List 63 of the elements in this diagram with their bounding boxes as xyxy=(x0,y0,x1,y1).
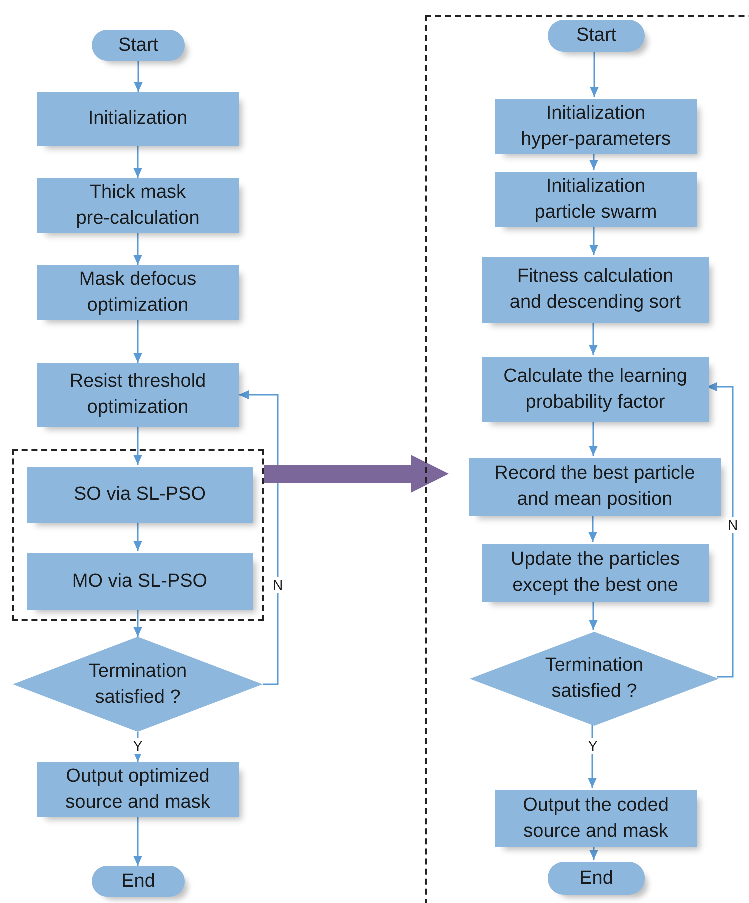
process-box xyxy=(37,178,239,233)
node-label: End xyxy=(122,870,156,894)
node-label: Record the best particle and mean position xyxy=(494,462,696,512)
node-label: Termination satisfied ? xyxy=(88,660,188,710)
arrow xyxy=(134,608,142,637)
node-label: Output the coded source and mask xyxy=(522,794,670,844)
node-label: Resist threshold optimization xyxy=(68,370,208,420)
node-label: Start xyxy=(118,34,159,58)
process-box xyxy=(27,467,253,523)
node-label: Mask defocus optimization xyxy=(78,268,198,318)
dashed-group-box xyxy=(12,449,264,621)
process-box xyxy=(495,99,697,154)
process-box xyxy=(495,172,697,227)
arrow xyxy=(134,146,142,178)
arrow xyxy=(590,845,598,860)
arrow xyxy=(239,390,279,686)
arrow xyxy=(589,321,598,355)
terminal-pill xyxy=(92,866,185,897)
arrow xyxy=(134,427,142,465)
arrow xyxy=(588,724,597,788)
process-box xyxy=(37,762,239,817)
arrow xyxy=(590,152,598,170)
node-label: Update the particles except the best one xyxy=(510,548,681,598)
process-box xyxy=(37,265,239,320)
process-box xyxy=(495,790,697,847)
process-box xyxy=(469,458,721,516)
process-box xyxy=(482,544,709,602)
edge-label: Y xyxy=(131,738,145,754)
node-label: Initialization xyxy=(88,107,188,132)
edge-label: Y xyxy=(586,738,600,754)
arrow xyxy=(590,225,598,255)
process-box xyxy=(482,257,709,323)
node-label: Fitness calculation and descending sort xyxy=(508,265,682,315)
arrow xyxy=(134,61,143,92)
node-label: Initialization hyper-parameters xyxy=(520,102,672,152)
block-arrow xyxy=(264,455,449,493)
process-box xyxy=(482,357,709,422)
process-box xyxy=(37,363,239,427)
terminal-pill xyxy=(548,862,645,895)
decision-diamond xyxy=(13,637,263,732)
arrow xyxy=(134,817,142,866)
process-box xyxy=(37,92,239,146)
arrow xyxy=(590,50,599,97)
node-label: End xyxy=(580,866,614,891)
arrow xyxy=(589,600,598,630)
node-label: Start xyxy=(576,24,617,48)
node-label: SO via SL-PSO xyxy=(74,483,206,508)
node-label: Termination satisfied ? xyxy=(544,654,645,704)
arrow xyxy=(134,320,142,363)
terminal-pill xyxy=(548,20,645,52)
arrow xyxy=(588,514,598,542)
node-label: Calculate the learning probability factor xyxy=(502,364,688,414)
arrow xyxy=(134,233,142,265)
decision-diamond xyxy=(470,632,719,726)
node-label: Initialization particle swarm xyxy=(534,174,658,224)
node-label: MO via SL-PSO xyxy=(72,570,208,594)
process-box xyxy=(27,553,253,610)
node-label: Thick mask pre-calculation xyxy=(75,180,201,230)
node-label: Output optimized source and mask xyxy=(64,764,212,814)
terminal-pill xyxy=(92,30,185,61)
arrow xyxy=(707,382,734,678)
arrow xyxy=(134,521,142,551)
arrow xyxy=(589,420,598,456)
